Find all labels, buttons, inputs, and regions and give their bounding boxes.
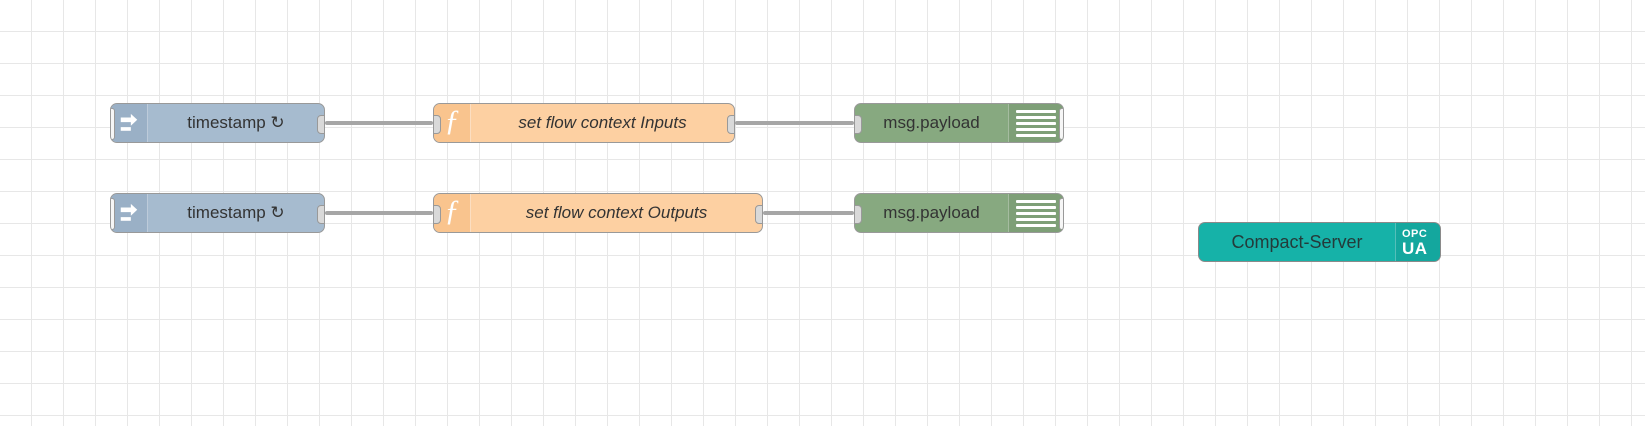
debug-node[interactable]: msg.payload xyxy=(854,193,1064,233)
opcua-logo-top-text: OPC xyxy=(1402,227,1428,240)
opcua-logo-icon: OPC UA xyxy=(1395,223,1440,261)
inject-node[interactable]: timestamp ↻ xyxy=(110,103,325,143)
inject-node-label: timestamp ↻ xyxy=(187,203,285,222)
function-input-port[interactable] xyxy=(434,205,441,224)
wire-inject-to-function-1[interactable] xyxy=(325,121,433,125)
debug-list-icon xyxy=(1008,104,1063,142)
debug-node-label: msg.payload xyxy=(883,203,980,222)
debug-input-port[interactable] xyxy=(855,115,862,134)
function-output-port[interactable] xyxy=(755,205,762,224)
wire-inject-to-function-2[interactable] xyxy=(325,211,433,215)
inject-node-label: timestamp ↻ xyxy=(187,113,285,132)
inject-node[interactable]: timestamp ↻ xyxy=(110,193,325,233)
debug-input-port[interactable] xyxy=(855,205,862,224)
inject-trigger-button[interactable] xyxy=(111,198,115,230)
opcua-logo-bottom-text: UA xyxy=(1402,238,1428,258)
wire-function-to-debug-2[interactable] xyxy=(763,211,854,215)
function-node-label: set flow context Outputs xyxy=(525,203,708,222)
inject-output-port[interactable] xyxy=(317,115,324,134)
debug-list-icon xyxy=(1008,194,1063,232)
debug-node[interactable]: msg.payload xyxy=(854,103,1064,143)
function-input-port[interactable] xyxy=(434,115,441,134)
wire-function-to-debug-1[interactable] xyxy=(735,121,854,125)
debug-enable-toggle[interactable] xyxy=(1059,108,1063,140)
inject-output-port[interactable] xyxy=(317,205,324,224)
function-node-label: set flow context Inputs xyxy=(518,113,687,132)
function-output-port[interactable] xyxy=(727,115,734,134)
inject-trigger-button[interactable] xyxy=(111,108,115,140)
inject-arrow-icon xyxy=(111,104,148,142)
debug-node-label: msg.payload xyxy=(883,113,980,132)
debug-enable-toggle[interactable] xyxy=(1059,198,1063,230)
function-node[interactable]: ƒ set flow context Inputs xyxy=(433,103,735,143)
opcua-server-node-label: Compact-Server xyxy=(1231,231,1363,252)
inject-arrow-icon xyxy=(111,194,148,232)
opcua-server-node[interactable]: Compact-Server OPC UA xyxy=(1198,222,1441,262)
function-node[interactable]: ƒ set flow context Outputs xyxy=(433,193,763,233)
